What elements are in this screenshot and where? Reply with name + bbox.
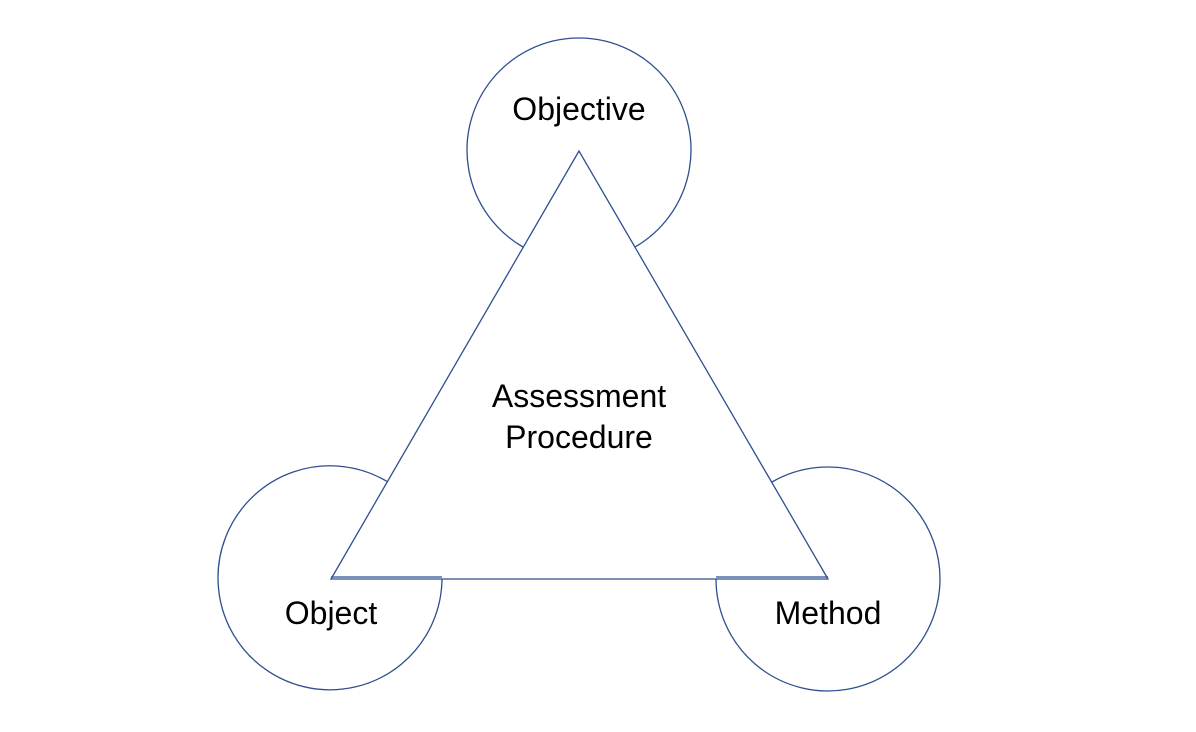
object-circle — [217, 465, 443, 691]
method-circle — [715, 466, 941, 692]
objective-label: Objective — [512, 91, 645, 127]
assessment-triangle — [329, 149, 830, 580]
method-label: Method — [775, 595, 882, 631]
center-label-line1: Assessment — [492, 378, 666, 414]
object-label: Object — [285, 595, 378, 631]
center-label-line2: Procedure — [505, 419, 653, 455]
objective-circle — [466, 37, 692, 248]
